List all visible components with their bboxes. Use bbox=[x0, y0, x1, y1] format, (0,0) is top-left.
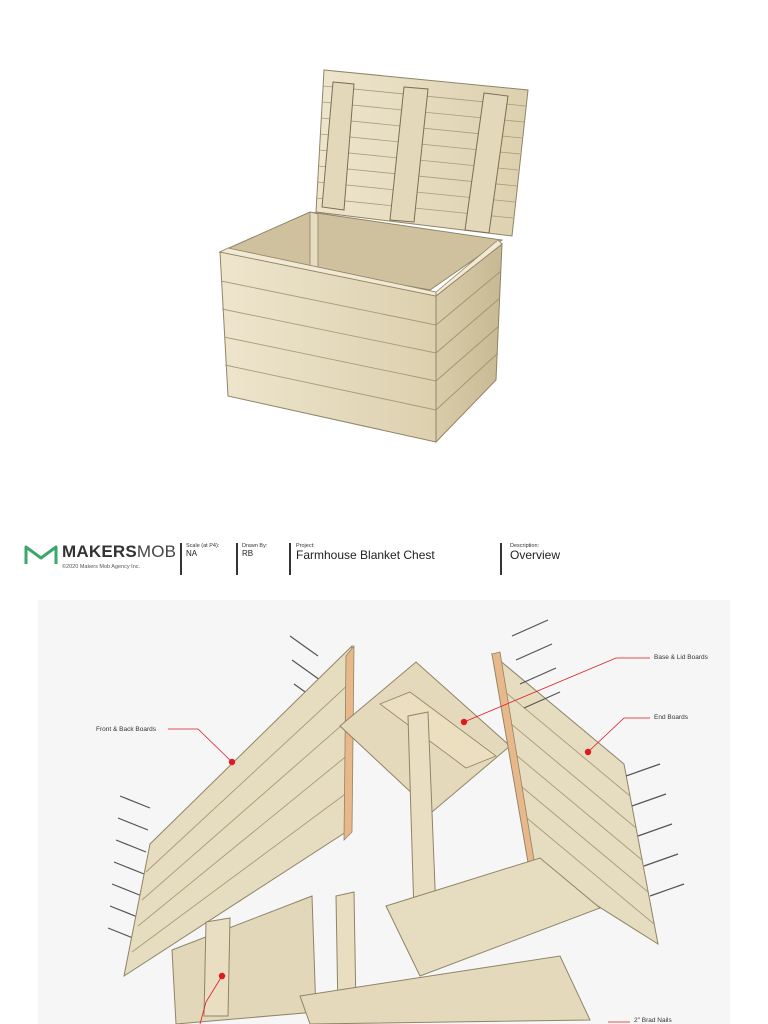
makers-mob-logo: MAKERSMOB ©2020 Makers Mob Agency Inc. bbox=[24, 542, 184, 576]
callout-base-lid-boards: Base & Lid Boards bbox=[654, 654, 708, 661]
exploded-view-illustration bbox=[107, 619, 685, 1024]
description-label: Description: bbox=[510, 543, 540, 549]
callout-dots bbox=[218, 718, 592, 980]
project-label: Project: bbox=[296, 543, 315, 549]
callout-end-boards: End Boards bbox=[654, 714, 688, 721]
scale-value: NA bbox=[186, 549, 198, 558]
scale-label: Scale (at P4): bbox=[186, 543, 220, 549]
description-value: Overview bbox=[510, 548, 561, 562]
callout-leaders bbox=[168, 657, 650, 1024]
lower-boards bbox=[171, 857, 601, 1024]
title-block-divider bbox=[500, 543, 502, 575]
title-block-divider bbox=[180, 543, 182, 575]
nails-right bbox=[511, 619, 685, 897]
callout-brad-nails: 2" Brad Nails bbox=[634, 1017, 672, 1024]
copyright-notice: ©2020 Makers Mob Agency Inc. bbox=[62, 564, 141, 570]
brand-name-bold: MAKERS bbox=[62, 542, 137, 561]
brand-name-light: MOB bbox=[136, 542, 177, 561]
title-block-divider bbox=[289, 543, 291, 575]
base-lid-board bbox=[339, 661, 511, 915]
chest-lid bbox=[315, 69, 529, 237]
end-board bbox=[491, 651, 659, 946]
callout-front-back-boards: Front & Back Boards bbox=[96, 726, 156, 733]
project-value: Farmhouse Blanket Chest bbox=[296, 548, 435, 562]
title-block-divider bbox=[236, 543, 238, 575]
front-back-board bbox=[123, 644, 355, 978]
chest-overview-illustration bbox=[218, 69, 529, 444]
drawn-by-label: Drawn By: bbox=[242, 543, 268, 549]
drawn-by-value: RB bbox=[242, 549, 254, 558]
exploded-view-sheet: Front & Back Boards Base & Lid Boards En… bbox=[0, 596, 768, 1024]
m-logo-icon bbox=[24, 545, 58, 564]
